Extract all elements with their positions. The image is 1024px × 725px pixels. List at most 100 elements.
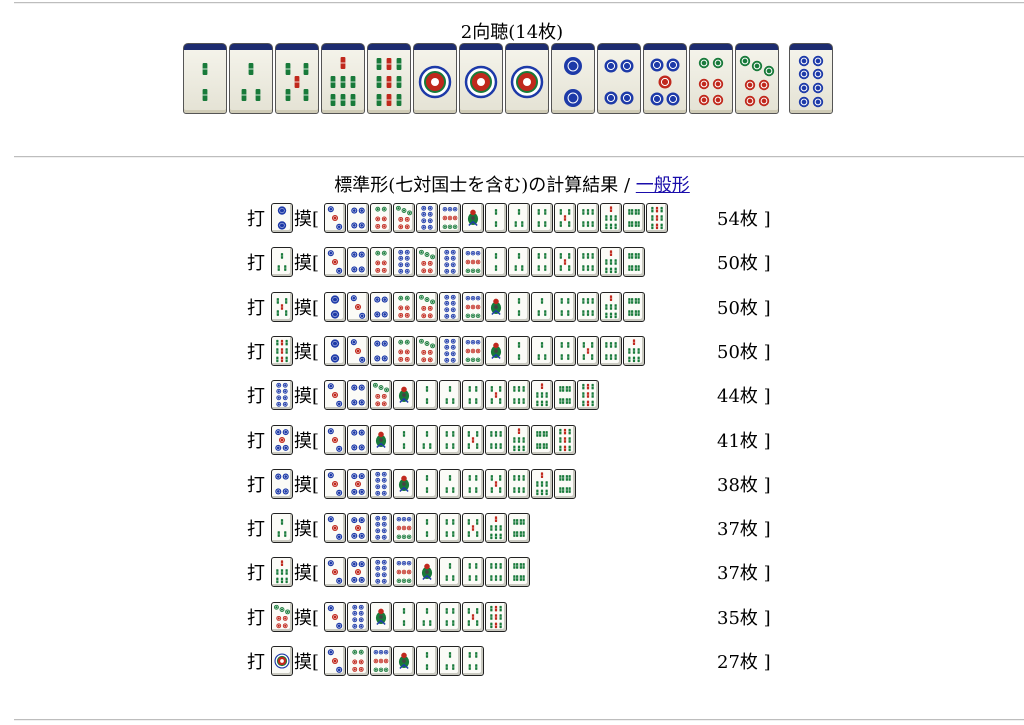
discard-label: 打 xyxy=(247,253,265,275)
pin-1-tile xyxy=(413,43,457,114)
draw-pin-3-tile xyxy=(347,291,369,322)
draw-pin-3-tile xyxy=(324,424,346,455)
pin-4-tile xyxy=(597,43,641,114)
draw-sou-6-tile xyxy=(485,424,507,455)
draw-pin-2-tile xyxy=(324,335,346,366)
count-suffix: 枚 ] xyxy=(739,519,771,541)
draw-tiles xyxy=(324,380,600,411)
draw-sou-4-tile xyxy=(554,291,576,322)
general-form-link[interactable]: 一般形 xyxy=(635,175,690,196)
draw-pin-4-tile xyxy=(370,335,392,366)
count-suffix: 枚 ] xyxy=(739,386,771,408)
draw-sou-5-tile xyxy=(462,601,484,632)
draw-sou-5-tile xyxy=(462,513,484,544)
draw-label: 摸[ xyxy=(294,253,320,275)
count-value: 37 xyxy=(717,519,740,541)
discard-sou-3-tile[interactable] xyxy=(271,513,293,544)
discard-sou-5-tile[interactable] xyxy=(271,291,293,322)
draw-sou-5-tile xyxy=(577,335,599,366)
draw-sou-2-tile xyxy=(508,335,530,366)
result-row: 打摸[37枚 ] xyxy=(247,557,771,588)
draw-sou-8-tile xyxy=(623,247,645,278)
draw-pin-4-tile xyxy=(347,203,369,233)
draw-pin-3-tile xyxy=(324,247,346,278)
draw-sou-4-tile xyxy=(462,646,484,676)
draw-sou-2-tile xyxy=(416,380,438,411)
hand-tiles xyxy=(183,43,835,116)
pin-7-tile xyxy=(735,43,779,114)
count-suffix: 枚 ] xyxy=(739,209,771,230)
draw-pin-7-tile xyxy=(370,380,392,411)
draw-sou-4-tile xyxy=(439,424,461,455)
draw-pin-5-tile xyxy=(347,513,369,544)
result-row: 打 摸[ 50枚 ] xyxy=(247,247,771,278)
count-label: 27枚 ] xyxy=(717,648,771,674)
result-row: 打摸[38枚 ] xyxy=(247,468,771,499)
draw-sou-2-tile xyxy=(393,601,415,632)
pin-1-tile xyxy=(459,43,503,114)
draw-pin-8-tile xyxy=(439,247,461,278)
draw-sou-3-tile xyxy=(439,646,461,676)
count-value: 37 xyxy=(717,563,740,585)
count-value: 27 xyxy=(717,652,740,673)
draw-pin-6-tile xyxy=(347,646,369,676)
draw-pin-6-tile xyxy=(370,247,392,278)
count-value: 50 xyxy=(717,253,740,275)
draw-sou-4-tile xyxy=(531,247,553,278)
pin-5-tile xyxy=(643,43,687,114)
draw-sou-7-tile xyxy=(623,335,645,366)
discard-sou-3-tile[interactable] xyxy=(271,247,293,278)
hand-title: 2向聴(14枚) xyxy=(460,22,564,43)
draw-sou-4-tile xyxy=(554,335,576,366)
discard-sou-7-tile[interactable] xyxy=(271,557,293,588)
draw-pin-8-tile xyxy=(370,513,392,544)
draw-sou-3-tile xyxy=(531,335,553,366)
draw-sou-5-tile xyxy=(485,468,507,499)
draw-pin-3-tile xyxy=(324,646,346,676)
discard-label: 打 xyxy=(247,474,265,496)
divider-bottom xyxy=(14,719,1024,721)
draw-sou-4-tile xyxy=(462,557,484,588)
draw-sou-3-tile xyxy=(416,424,438,455)
discard-pin-8-tile[interactable] xyxy=(271,380,293,411)
draw-pin-4-tile xyxy=(347,424,369,455)
result-row: 打摸[54枚 ] xyxy=(247,203,771,233)
draw-sou-1-tile xyxy=(370,601,392,632)
draw-sou-7-tile xyxy=(531,468,553,499)
sou-9-tile xyxy=(367,43,411,114)
draw-sou-3-tile xyxy=(439,380,461,411)
draw-tiles xyxy=(324,601,508,632)
draw-pin-8-tile xyxy=(393,247,415,278)
count-label: 38枚 ] xyxy=(717,471,771,497)
discard-pin-5-tile[interactable] xyxy=(271,424,293,455)
draw-pin-9-tile xyxy=(393,557,415,588)
draw-pin-6-tile xyxy=(393,335,415,366)
draw-sou-4-tile xyxy=(439,601,461,632)
draw-sou-5-tile xyxy=(462,424,484,455)
draw-sou-6-tile xyxy=(485,557,507,588)
draw-pin-3-tile xyxy=(324,380,346,411)
draw-pin-7-tile xyxy=(393,203,415,233)
discard-label: 打 xyxy=(247,519,265,541)
draw-sou-2-tile xyxy=(416,468,438,499)
result-title-text: 標準形(七対国士を含む)の計算結果 / xyxy=(334,175,636,196)
discard-label: 打 xyxy=(247,607,265,629)
draw-sou-7-tile xyxy=(508,424,530,455)
draw-sou-1-tile xyxy=(462,203,484,233)
draw-pin-4-tile xyxy=(370,291,392,322)
draw-pin-8-tile xyxy=(439,291,461,322)
discard-pin-1-tile[interactable] xyxy=(271,646,293,676)
draw-pin-3-tile xyxy=(324,203,346,233)
discard-label: 打 xyxy=(247,386,265,408)
divider-top xyxy=(14,2,1024,4)
draw-sou-8-tile xyxy=(508,557,530,588)
draw-sou-1-tile xyxy=(370,424,392,455)
discard-sou-9-tile[interactable] xyxy=(271,335,293,366)
count-label: 50枚 ] xyxy=(717,338,771,364)
discard-pin-2-tile[interactable] xyxy=(271,203,293,233)
count-label: 50枚 ] xyxy=(717,249,771,275)
draw-label: 摸[ xyxy=(294,386,320,408)
discard-pin-7-tile[interactable] xyxy=(271,601,293,632)
discard-pin-4-tile[interactable] xyxy=(271,468,293,499)
draw-pin-8-tile xyxy=(347,601,369,632)
